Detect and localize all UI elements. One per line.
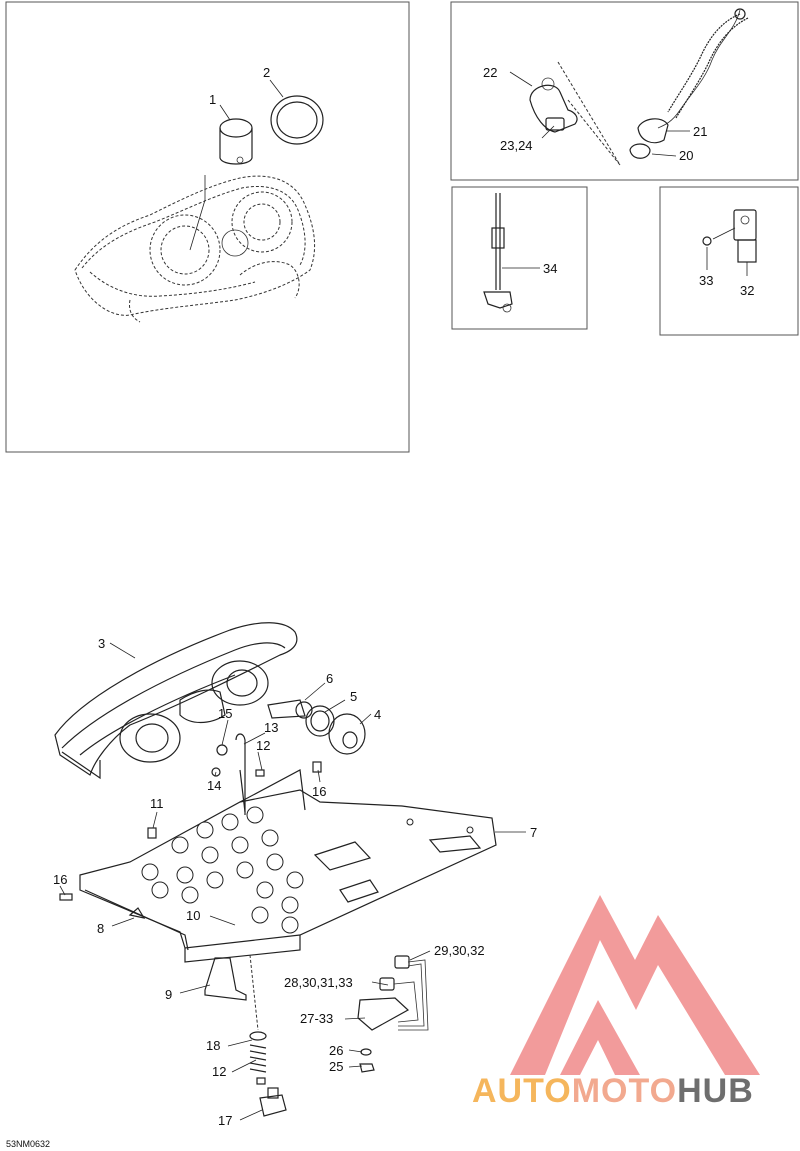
leader-lines <box>59 642 526 1121</box>
adjuster-spring-parts <box>249 1031 287 1117</box>
label-33-top: 33 <box>699 273 713 288</box>
label-22: 22 <box>483 65 497 80</box>
cap-part-4 <box>328 713 366 755</box>
label-18: 18 <box>206 1038 220 1053</box>
label-32-top: 32 <box>740 283 754 298</box>
label-12-top: 12 <box>256 738 270 753</box>
label-34: 34 <box>543 261 557 276</box>
probe-drawing <box>483 193 540 313</box>
panel-headlight-frame <box>5 1 410 453</box>
headlight-housing-drawing <box>74 175 315 323</box>
mounting-plate-drawing <box>79 769 497 963</box>
label-14: 14 <box>207 778 221 793</box>
label-21: 21 <box>693 124 707 139</box>
label-27-33: 27-33 <box>300 1011 333 1026</box>
label-13: 13 <box>264 720 278 735</box>
part-labels: 1 2 22 23,24 21 20 34 33 32 3 6 5 4 15 1… <box>53 65 754 1128</box>
headlight-assembly-drawing <box>54 622 298 780</box>
label-12-bottom: 12 <box>212 1064 226 1079</box>
label-8: 8 <box>97 921 104 936</box>
label-25: 25 <box>329 1059 343 1074</box>
drawing-code: 53NM0632 <box>6 1139 50 1149</box>
retaining-ring-part-2 <box>270 95 324 145</box>
label-28-30-31-33: 28,30,31,33 <box>284 975 353 990</box>
label-17: 17 <box>218 1113 232 1128</box>
label-29-30-32: 29,30,32 <box>434 943 485 958</box>
label-6: 6 <box>326 671 333 686</box>
bulb-part-1 <box>219 118 253 165</box>
watermark-hub: HUB <box>677 1072 754 1110</box>
label-2: 2 <box>263 65 270 80</box>
label-15: 15 <box>218 706 232 721</box>
panel-key-frame <box>450 1 799 181</box>
label-16-left: 16 <box>53 872 67 887</box>
label-23-24: 23,24 <box>500 138 533 153</box>
label-3: 3 <box>98 636 105 651</box>
watermark-text: AUTOMOTOHUB <box>472 1072 754 1110</box>
panel-clip-frame <box>659 186 799 336</box>
bulb-part-6 <box>267 699 313 719</box>
wiring-connector-parts <box>357 955 429 1073</box>
label-10: 10 <box>186 908 200 923</box>
label-26: 26 <box>329 1043 343 1058</box>
clip-drawing <box>702 209 757 276</box>
watermark-logo <box>510 895 760 1075</box>
label-20: 20 <box>679 148 693 163</box>
ring-part-5 <box>305 705 335 737</box>
key-tether-drawing <box>509 8 749 166</box>
panel-probe-frame <box>451 186 588 330</box>
watermark-auto: AUTO <box>472 1072 572 1110</box>
bracket-part-9 <box>204 954 259 1031</box>
watermark-triangle-icon <box>510 895 760 1075</box>
label-5: 5 <box>350 689 357 704</box>
label-16-right: 16 <box>312 784 326 799</box>
label-9: 9 <box>165 987 172 1002</box>
label-11: 11 <box>150 796 164 811</box>
label-4: 4 <box>374 707 381 722</box>
label-1: 1 <box>209 92 216 107</box>
label-7: 7 <box>530 825 537 840</box>
watermark-moto: MOTO <box>572 1072 677 1110</box>
